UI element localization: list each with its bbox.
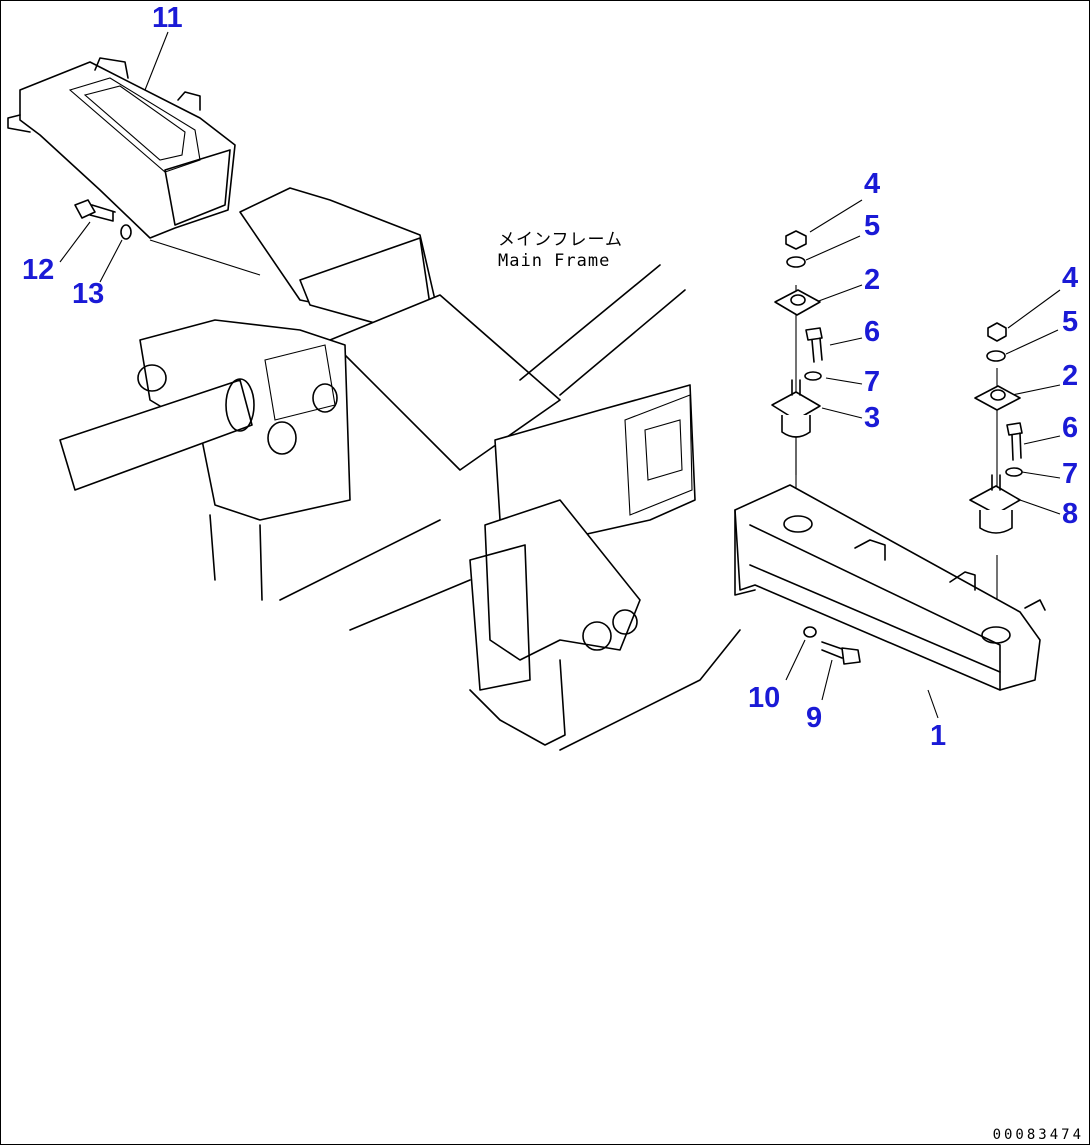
callout-7-right: 7	[1062, 458, 1079, 490]
mount-right	[969, 322, 1023, 534]
callout-13: 13	[72, 278, 105, 310]
callout-10: 10	[748, 682, 781, 714]
part-1-side-member	[734, 484, 1046, 691]
part-9-bolt	[821, 641, 861, 665]
callout-1: 1	[930, 720, 947, 752]
annotation-en: Main Frame	[498, 251, 611, 272]
part-10-washer	[803, 626, 817, 638]
callout-2: 2	[864, 264, 881, 296]
callout-4: 4	[864, 168, 881, 200]
main-frame	[59, 187, 741, 751]
drawing-number: 00083474	[992, 1127, 1084, 1143]
callout-7: 7	[864, 366, 881, 398]
callout-4-right: 4	[1062, 262, 1079, 294]
callout-2-right: 2	[1062, 360, 1079, 392]
annotation-jp: メインフレーム	[498, 230, 623, 250]
part-13-washer	[120, 224, 132, 240]
mount-left	[771, 230, 823, 438]
part-12-bolt	[74, 199, 116, 222]
callout-6: 6	[864, 316, 881, 348]
callout-11: 11	[152, 2, 183, 34]
callout-3: 3	[864, 402, 881, 434]
callout-5: 5	[864, 210, 881, 242]
leader-lines	[59, 31, 1061, 719]
callout-8: 8	[1062, 498, 1079, 530]
main-frame-annotation: メインフレーム Main Frame	[498, 230, 623, 273]
part-11-cover	[7, 57, 236, 239]
callout-5-right: 5	[1062, 306, 1079, 338]
callout-6-right: 6	[1062, 412, 1079, 444]
callout-9: 9	[806, 702, 823, 734]
callout-12: 12	[22, 254, 55, 286]
